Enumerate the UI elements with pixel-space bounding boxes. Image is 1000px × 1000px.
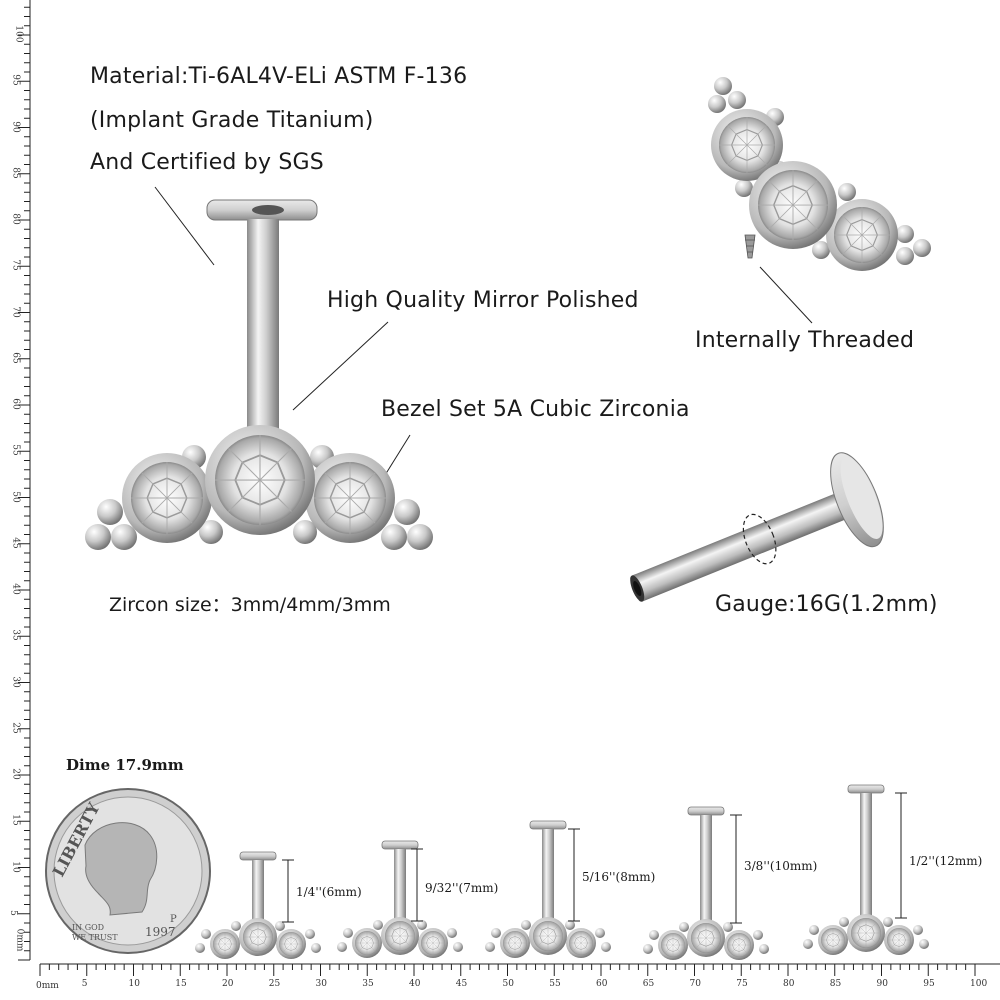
size-label-2: 9/32''(7mm) (425, 881, 499, 895)
zircon-size-label: Zircon size：3mm/4mm/3mm (109, 594, 391, 616)
side-post-image (630, 452, 884, 602)
polish-leader-line (292, 321, 389, 411)
bottom-ruler-number: 40 (409, 979, 421, 989)
bottom-ruler-zero-label: 0mm (36, 981, 59, 991)
bottom-ruler-number: 20 (222, 979, 234, 989)
threaded-ornament-image (708, 77, 931, 271)
gauge-label: Gauge:16G(1.2mm) (715, 592, 938, 617)
size-item-1 (195, 851, 321, 959)
material-line-3: And Certified by SGS (90, 150, 324, 175)
bottom-ruler-number: 60 (596, 979, 608, 989)
bottom-ruler-number: 70 (689, 979, 701, 989)
bottom-ruler-number: 80 (783, 979, 795, 989)
dime-motto-text-1: IN GOD (72, 923, 104, 932)
dime-mint-mark: P (170, 914, 177, 925)
size-item-4 (643, 806, 769, 960)
bezel-label: Bezel Set 5A Cubic Zirconia (381, 397, 690, 422)
bottom-ruler-number: 45 (455, 979, 468, 989)
bottom-ruler-number: 25 (268, 979, 281, 989)
size-item-5 (803, 784, 929, 955)
main-ornament (85, 425, 433, 550)
bottom-ruler-number: 65 (642, 979, 655, 989)
threading-label: Internally Threaded (695, 328, 915, 353)
dime-year-text: 1997 (145, 925, 176, 939)
size-item-2 (337, 840, 463, 958)
bottom-ruler-number: 55 (549, 979, 561, 989)
bottom-ruler-number: 100 (970, 979, 988, 989)
size-label-1: 1/4''(6mm) (296, 885, 362, 899)
bottom-ruler-number: 35 (362, 979, 374, 989)
material-line-2: (Implant Grade Titanium) (90, 108, 374, 133)
bottom-ruler-number: 75 (736, 979, 748, 989)
bottom-ruler (39, 963, 1000, 976)
dime-coin-image (45, 788, 211, 954)
left-ruler (18, 0, 31, 961)
polish-label: High Quality Mirror Polished (327, 288, 639, 313)
bottom-ruler-number: 85 (829, 979, 842, 989)
size-label-4: 3/8''(10mm) (744, 859, 818, 873)
bottom-ruler-number: 30 (315, 979, 327, 989)
bottom-ruler-number: 90 (876, 979, 888, 989)
size-item-3 (485, 820, 611, 958)
material-leader-line (154, 186, 215, 266)
material-line-1: Material:Ti-6AL4V-ELi ASTM F-136 (90, 64, 468, 89)
threading-leader-line (759, 266, 813, 324)
dime-label: Dime 17.9mm (66, 756, 184, 774)
bottom-ruler-number: 50 (502, 979, 514, 989)
size-label-5: 1/2''(12mm) (909, 854, 983, 868)
bottom-ruler-number: 95 (923, 979, 935, 989)
dime-motto-text-2: WE TRUST (72, 933, 118, 942)
size-label-3: 5/16''(8mm) (582, 870, 656, 884)
size-lineup (195, 784, 929, 960)
bottom-ruler-number: 10 (128, 979, 140, 989)
bottom-ruler-number: 15 (175, 979, 187, 989)
bottom-ruler-number: 5 (81, 979, 88, 989)
